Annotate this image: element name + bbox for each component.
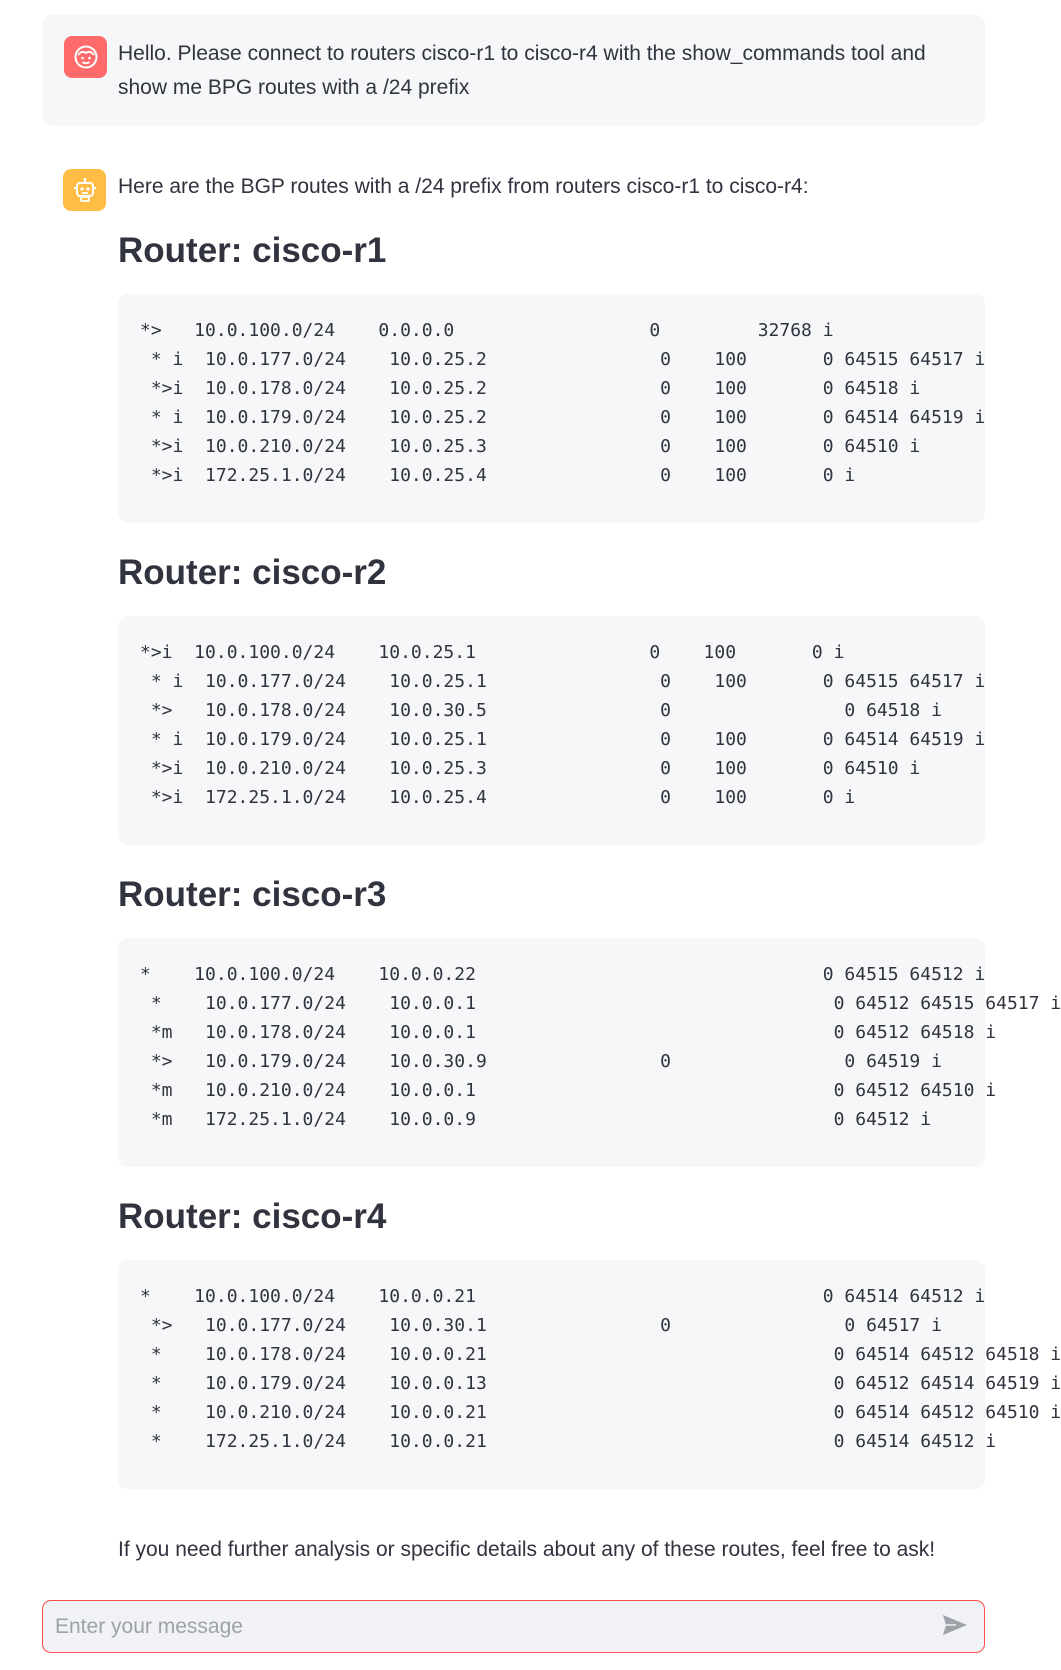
route-line: *> 10.0.179.0/24 10.0.30.9 0 0 64519 i: [140, 1051, 942, 1072]
chat-input[interactable]: [55, 1609, 915, 1645]
user-message-text: Hello. Please connect to routers cisco-r…: [118, 42, 926, 99]
user-face-icon: [73, 44, 99, 70]
assistant-closing-text: If you need further analysis or specific…: [118, 1538, 936, 1561]
code-block: * 10.0.100.0/24 10.0.0.22 0 64515 64512 …: [118, 938, 1061, 1167]
route-line: * 10.0.177.0/24 10.0.0.1 0 64512 64515 6…: [140, 993, 1061, 1014]
route-line: *> 10.0.177.0/24 10.0.30.1 0 0 64517 i: [140, 1315, 942, 1336]
route-line: * i 10.0.177.0/24 10.0.25.2 0 100 0 6451…: [140, 349, 986, 370]
route-line: * 10.0.100.0/24 10.0.0.21 0 64514 64512 …: [140, 1286, 986, 1307]
route-line: * i 10.0.177.0/24 10.0.25.1 0 100 0 6451…: [140, 671, 986, 692]
user-avatar: [64, 36, 107, 78]
route-line: *> 10.0.178.0/24 10.0.30.5 0 0 64518 i: [140, 700, 942, 721]
code-block: *> 10.0.100.0/24 0.0.0.0 0 32768 i * i 1…: [118, 294, 985, 523]
route-line: * i 10.0.179.0/24 10.0.25.2 0 100 0 6451…: [140, 407, 986, 428]
router-heading: Router: cisco-r3: [118, 875, 387, 914]
route-line: *>i 172.25.1.0/24 10.0.25.4 0 100 0 i: [140, 787, 856, 808]
route-line: *m 172.25.1.0/24 10.0.0.9 0 64512 i: [140, 1109, 932, 1130]
code-block: * 10.0.100.0/24 10.0.0.21 0 64514 64512 …: [118, 1260, 1061, 1489]
route-line: *>i 10.0.210.0/24 10.0.25.3 0 100 0 6451…: [140, 758, 921, 779]
route-line: * 10.0.100.0/24 10.0.0.22 0 64515 64512 …: [140, 964, 986, 985]
robot-icon: [72, 177, 98, 203]
user-message: Hello. Please connect to routers cisco-r…: [42, 15, 985, 126]
send-arrow-icon: [942, 1614, 968, 1641]
route-line: *>i 10.0.100.0/24 10.0.25.1 0 100 0 i: [140, 642, 845, 663]
route-line: * 10.0.179.0/24 10.0.0.13 0 64512 64514 …: [140, 1373, 1061, 1394]
router-heading: Router: cisco-r1: [118, 231, 387, 270]
route-line: *>i 10.0.178.0/24 10.0.25.2 0 100 0 6451…: [140, 378, 921, 399]
route-line: * 172.25.1.0/24 10.0.0.21 0 64514 64512 …: [140, 1431, 997, 1452]
route-line: *>i 172.25.1.0/24 10.0.25.4 0 100 0 i: [140, 465, 856, 486]
route-line: *m 10.0.178.0/24 10.0.0.1 0 64512 64518 …: [140, 1022, 997, 1043]
route-line: * 10.0.210.0/24 10.0.0.21 0 64514 64512 …: [140, 1402, 1061, 1423]
send-button[interactable]: [938, 1612, 972, 1642]
assistant-intro-text: Here are the BGP routes with a /24 prefi…: [118, 175, 809, 198]
router-heading: Router: cisco-r4: [118, 1197, 387, 1236]
route-line: *> 10.0.100.0/24 0.0.0.0 0 32768 i: [140, 320, 834, 341]
chat-input-container: [42, 1600, 985, 1653]
code-block: *>i 10.0.100.0/24 10.0.25.1 0 100 0 i * …: [118, 616, 985, 845]
route-line: *>i 10.0.210.0/24 10.0.25.3 0 100 0 6451…: [140, 436, 921, 457]
assistant-avatar: [63, 169, 106, 211]
route-line: * 10.0.178.0/24 10.0.0.21 0 64514 64512 …: [140, 1344, 1061, 1365]
route-line: * i 10.0.179.0/24 10.0.25.1 0 100 0 6451…: [140, 729, 986, 750]
router-heading: Router: cisco-r2: [118, 553, 387, 592]
route-line: *m 10.0.210.0/24 10.0.0.1 0 64512 64510 …: [140, 1080, 997, 1101]
